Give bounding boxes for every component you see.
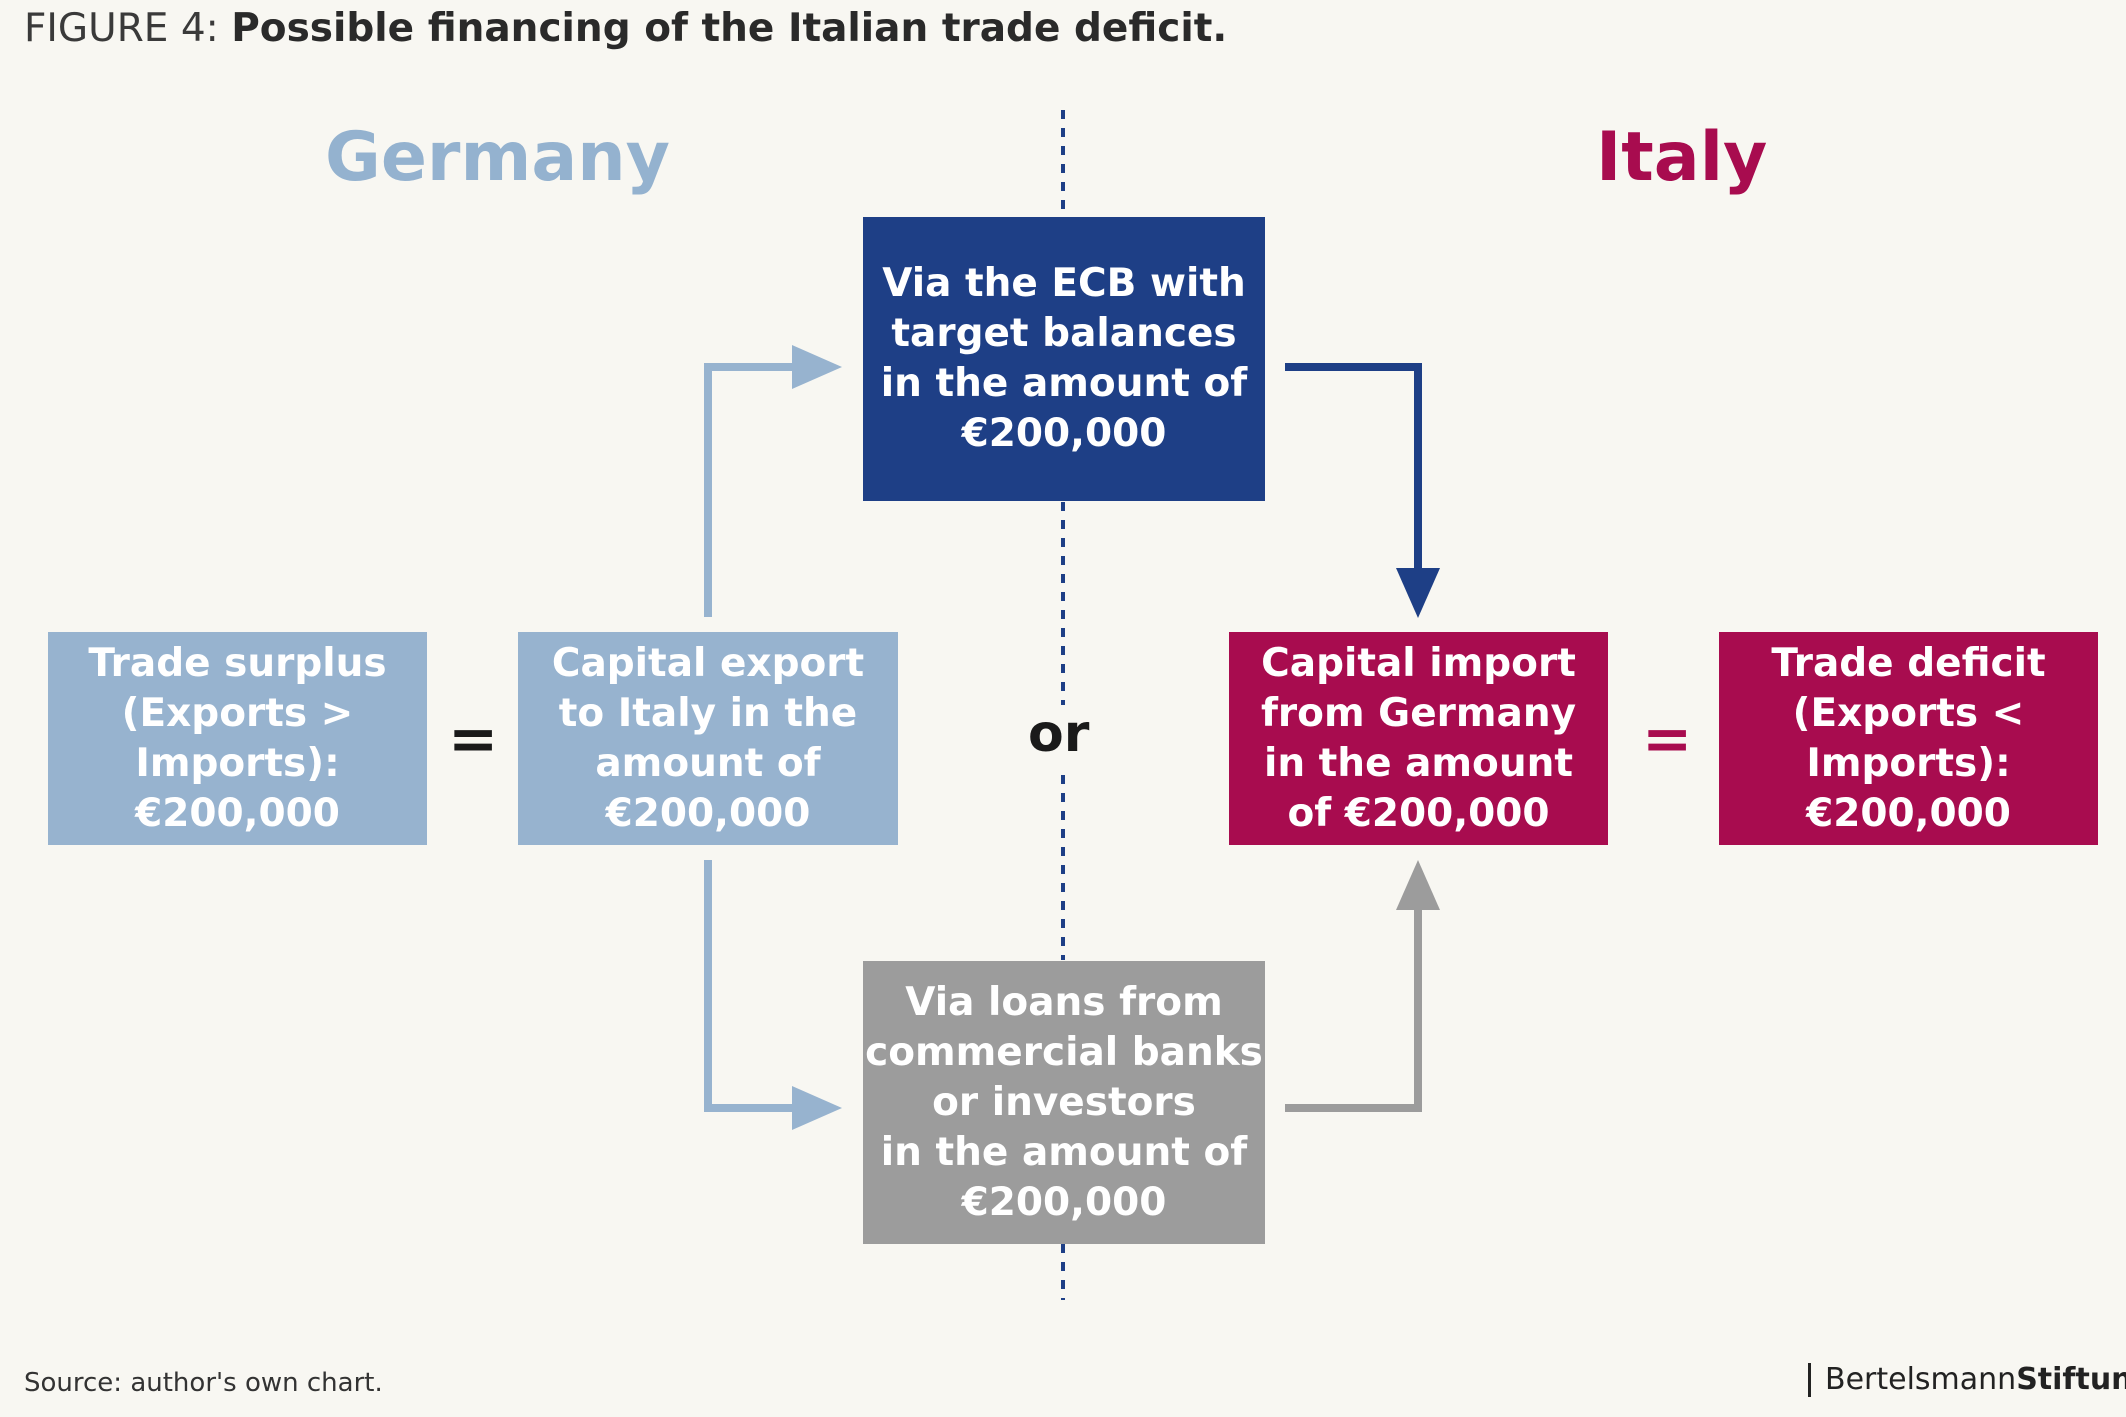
figure-title-text: Possible financing of the Italian trade … [231, 6, 1228, 51]
box-ecb-text: Via the ECB with target balances in the … [880, 261, 1248, 456]
or-label: or [1028, 704, 1090, 764]
box-trade-deficit: Trade deficit (Exports < Imports): €200,… [1719, 632, 2098, 845]
brand-logo: BertelsmannStiftung [1808, 1363, 2126, 1397]
equals-sign-right: = [1642, 704, 1693, 774]
region-label-germany: Germany [325, 118, 670, 197]
box-trade-deficit-text: Trade deficit (Exports < Imports): €200,… [1771, 640, 2046, 836]
figure-number: FIGURE 4: [24, 6, 219, 51]
box-commercial-loans: Via loans from commercial banks or inves… [863, 961, 1265, 1244]
arrow-export-to-loans [704, 860, 798, 1112]
arrow-ecb-to-import [1285, 363, 1422, 570]
box-trade-surplus: Trade surplus (Exports > Imports): €200,… [48, 632, 427, 845]
source-note: Source: author's own chart. [24, 1368, 383, 1398]
box-capital-export-text: Capital export to Italy in the amount of… [551, 640, 865, 836]
figure-title: FIGURE 4: Possible financing of the Ital… [24, 6, 1227, 51]
box-capital-export: Capital export to Italy in the amount of… [518, 632, 898, 845]
box-loans-text: Via loans from commercial banks or inves… [865, 979, 1263, 1225]
brand-part-2: Stiftung [2016, 1362, 2126, 1397]
box-capital-import: Capital import from Germany in the amoun… [1229, 632, 1608, 845]
arrow-export-to-ecb [704, 363, 798, 617]
arrow-loans-to-import [1285, 906, 1422, 1112]
arrowhead-export-to-ecb [792, 345, 842, 389]
equals-sign-left: = [448, 704, 499, 774]
region-label-italy: Italy [1596, 118, 1768, 197]
brand-part-1: Bertelsmann [1825, 1362, 2017, 1397]
box-capital-import-text: Capital import from Germany in the amoun… [1260, 640, 1577, 836]
arrowhead-export-to-loans [792, 1086, 842, 1130]
arrowhead-ecb-to-import [1396, 568, 1440, 618]
arrowhead-loans-to-import [1396, 860, 1440, 910]
box-trade-surplus-text: Trade surplus (Exports > Imports): €200,… [88, 640, 387, 836]
box-ecb-target-balances: Via the ECB with target balances in the … [863, 217, 1265, 501]
